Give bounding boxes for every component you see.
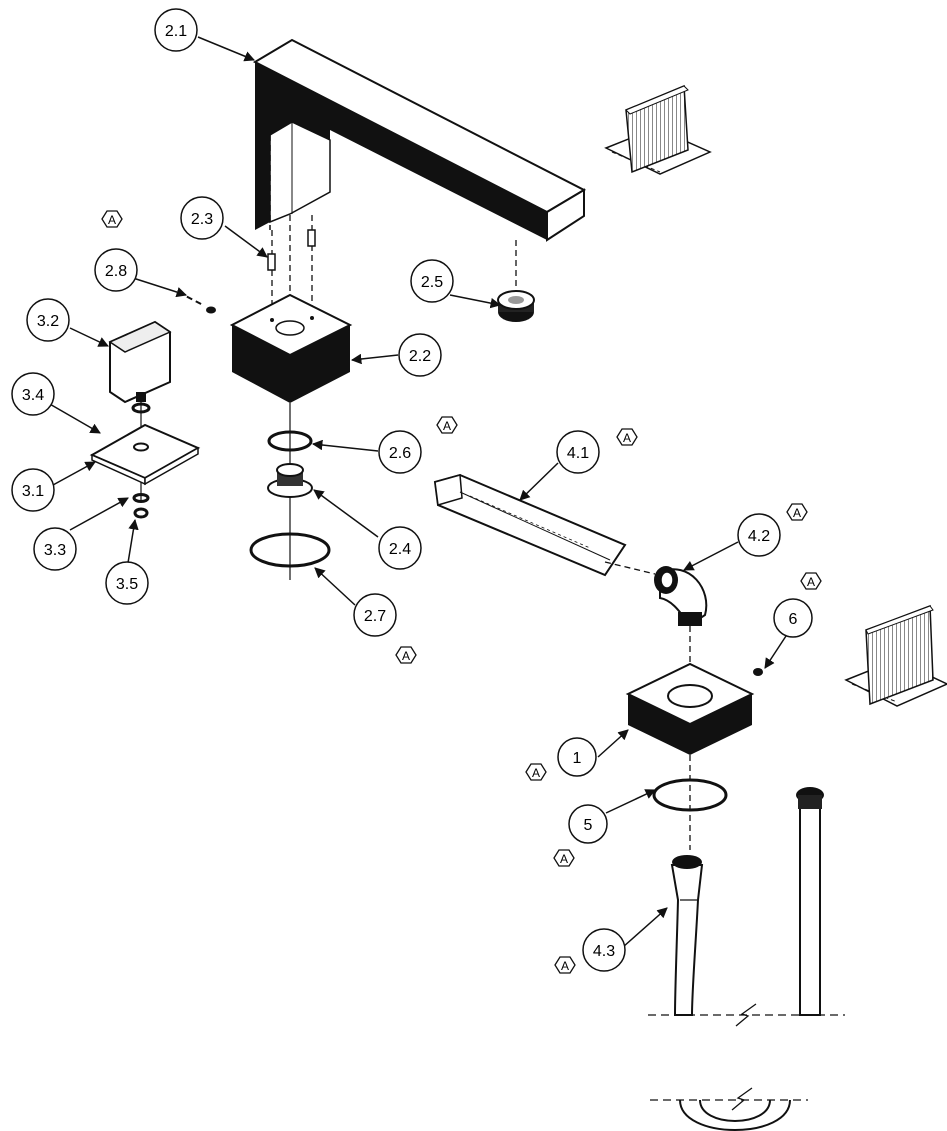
handle-thumbnail-right: [844, 604, 947, 707]
svg-text:3.1: 3.1: [22, 483, 44, 500]
spout-part: [252, 38, 587, 242]
leader-lines: [47, 36, 787, 948]
svg-text:1: 1: [573, 750, 582, 767]
hose-end-part: [796, 787, 824, 1016]
callout-4-3: 4.3: [582, 928, 626, 972]
svg-text:5: 5: [584, 817, 593, 834]
hex-marker: A: [786, 503, 808, 521]
callout-3-2: 3.2: [26, 298, 70, 342]
pin-part: [267, 229, 316, 271]
svg-text:2.8: 2.8: [105, 263, 127, 280]
svg-text:3.3: 3.3: [44, 542, 66, 559]
svg-text:A: A: [108, 213, 116, 227]
svg-text:3.2: 3.2: [37, 313, 59, 330]
callout-4-1: 4.1: [556, 430, 600, 474]
callout-3-1: 3.1: [11, 468, 55, 512]
handspray-base-block: [625, 662, 755, 755]
svg-text:A: A: [443, 419, 451, 433]
hex-marker: A: [553, 849, 575, 867]
svg-text:4.3: 4.3: [593, 943, 615, 960]
gasket-ring-part: [249, 532, 331, 568]
hex-marker: A: [101, 210, 123, 228]
hex-marker: A: [395, 646, 417, 664]
aerator-part: [497, 290, 535, 322]
nut-part: [267, 463, 313, 498]
callout-2-1: 2.1: [154, 8, 198, 52]
svg-text:A: A: [793, 506, 801, 520]
hex-marker: A: [436, 416, 458, 434]
callout-3-5: 3.5: [105, 561, 149, 605]
svg-text:A: A: [402, 649, 410, 663]
callout-2-2: 2.2: [398, 333, 442, 377]
svg-text:3.4: 3.4: [22, 387, 44, 404]
callout-3-4: 3.4: [11, 372, 55, 416]
callout-2-8: 2.8: [94, 248, 138, 292]
handle-thumbnail-top: [604, 84, 712, 175]
hex-marker: A: [554, 956, 576, 974]
svg-text:A: A: [532, 766, 540, 780]
svg-text:3.5: 3.5: [116, 576, 138, 593]
hose-part: [670, 855, 704, 1016]
callout-5: 5: [568, 804, 608, 844]
escutcheon-plate-part: [89, 423, 201, 486]
spout-base-block: [229, 293, 353, 403]
hex-marker: A: [800, 572, 822, 590]
svg-text:2.7: 2.7: [364, 608, 386, 625]
handle-part: [108, 320, 172, 404]
svg-text:2.3: 2.3: [191, 211, 213, 228]
svg-text:A: A: [561, 959, 569, 973]
callout-2-5: 2.5: [410, 259, 454, 303]
callout-2-3: 2.3: [180, 196, 224, 240]
svg-text:2.4: 2.4: [389, 541, 411, 558]
callout-6: 6: [773, 598, 813, 638]
svg-text:6: 6: [789, 611, 798, 628]
elbow-connector-part: [654, 566, 708, 627]
hex-marker: A: [525, 763, 547, 781]
svg-text:A: A: [807, 575, 815, 589]
svg-text:A: A: [560, 852, 568, 866]
callout-1: 1: [557, 737, 597, 777]
handspray-part: [433, 473, 627, 577]
hex-marker: A: [616, 428, 638, 446]
svg-text:2.1: 2.1: [165, 23, 187, 40]
svg-text:4.2: 4.2: [748, 528, 770, 545]
callout-3-3: 3.3: [33, 527, 77, 571]
callout-4-2: 4.2: [737, 513, 781, 557]
callout-2-7: 2.7: [353, 593, 397, 637]
svg-text:A: A: [623, 431, 631, 445]
svg-text:2.5: 2.5: [421, 274, 443, 291]
callout-2-4: 2.4: [378, 526, 422, 570]
svg-text:2.6: 2.6: [389, 445, 411, 462]
svg-text:2.2: 2.2: [409, 348, 431, 365]
callout-2-6: 2.6: [378, 430, 422, 474]
o-ring-part: [267, 430, 313, 452]
svg-text:4.1: 4.1: [567, 445, 589, 462]
